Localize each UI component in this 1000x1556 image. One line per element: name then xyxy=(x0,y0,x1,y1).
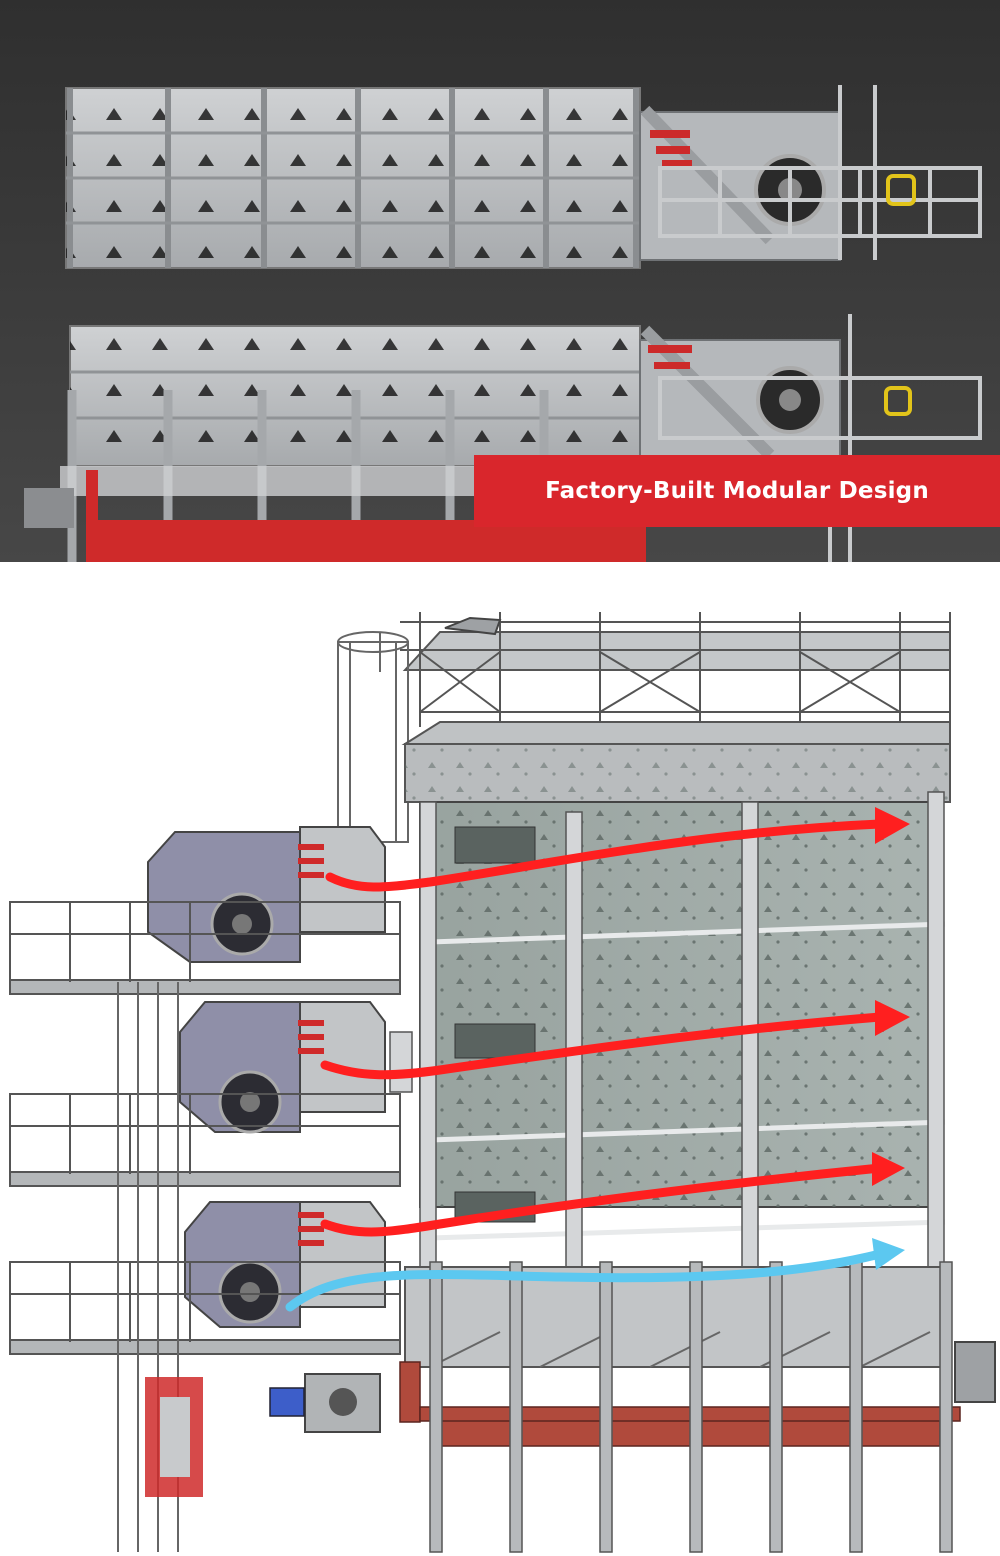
arrow-right-red-icon xyxy=(875,807,910,844)
cool-air-flow-arrow xyxy=(285,1238,905,1312)
arrow-right-red-icon xyxy=(875,1000,910,1036)
feature-banner-text: Factory-Built Modular Design xyxy=(545,478,929,504)
dryer-module-lower xyxy=(24,314,982,562)
top-render-panel: Factory-Built Modular Design xyxy=(0,0,1000,562)
dryer-module-upper xyxy=(65,85,982,269)
feature-banner: Factory-Built Modular Design xyxy=(474,455,1000,527)
modular-dryer-render xyxy=(0,0,1000,562)
arrow-right-red-icon xyxy=(872,1152,905,1186)
hot-air-arrowheads xyxy=(872,807,910,1186)
roof-catwalk xyxy=(400,612,951,727)
access-ladder-cage xyxy=(337,631,409,843)
service-platforms xyxy=(9,901,401,1355)
arrow-right-blue-icon xyxy=(872,1238,905,1270)
tower-dryer-airflow-illustration xyxy=(9,612,996,1553)
hot-air-flow-arrows xyxy=(320,819,885,1237)
dryer-tower-body xyxy=(269,721,996,1553)
control-box xyxy=(389,1031,413,1093)
tower-dryer-diagram xyxy=(0,562,1000,1556)
